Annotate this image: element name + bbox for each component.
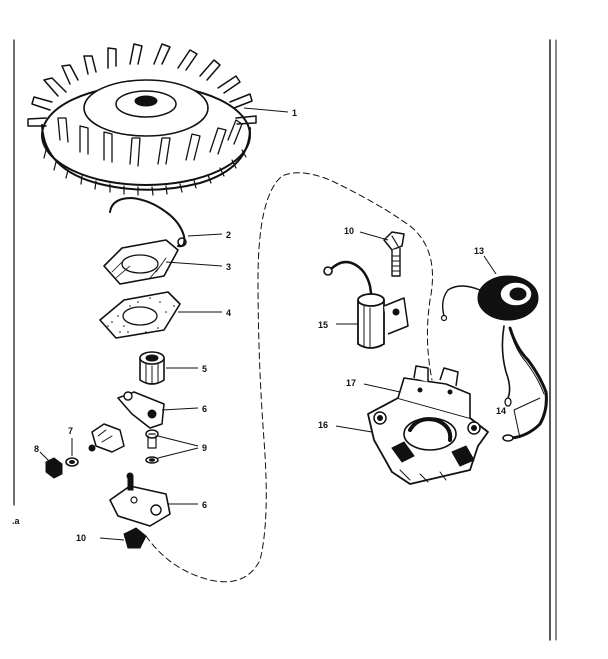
leader-lines: [39, 107, 541, 541]
callout-6-upper: 6: [202, 404, 207, 414]
cover-plate: [103, 239, 179, 285]
callout-3: 3: [226, 262, 231, 272]
page-border: .a: [12, 39, 557, 641]
callout-13: 13: [474, 246, 484, 256]
points-bracket: [88, 391, 165, 453]
callout-7: 7: [68, 426, 73, 436]
callout-17: 17: [346, 378, 356, 388]
callout-5: 5: [202, 364, 207, 374]
callout-14: 14: [496, 406, 506, 416]
callout-9: 9: [202, 443, 207, 453]
callout-8: 8: [34, 444, 39, 454]
callout-15: 15: [318, 320, 328, 330]
hex-nut: [45, 457, 63, 479]
condenser: [323, 260, 409, 349]
callout-6-lower: 6: [202, 500, 207, 510]
bolt: [383, 231, 405, 277]
callout-4: 4: [226, 308, 231, 318]
callout-labels: 1 2 3 4 5 6 7 8 9 6 10 10 13 15 17 14 16: [34, 108, 506, 543]
flywheel: [27, 43, 257, 196]
terminal-clip: [123, 527, 147, 549]
callout-16: 16: [318, 420, 328, 430]
ignition-coil: [440, 275, 539, 322]
callout-2: 2: [226, 230, 231, 240]
coil-wires: [501, 325, 548, 442]
svg-text:.a: .a: [12, 516, 21, 526]
spring-clip: [109, 197, 187, 248]
mounting-plate: [109, 472, 171, 527]
assembly-boundary: [145, 172, 433, 583]
callout-10-upper: 10: [344, 226, 354, 236]
bushing: [139, 351, 165, 385]
armature-bracket: [367, 365, 489, 485]
lock-washer: [65, 457, 79, 467]
screw-and-washer: [145, 429, 159, 464]
gasket: [99, 291, 181, 339]
callout-1: 1: [292, 108, 297, 118]
callout-10-lower: 10: [76, 533, 86, 543]
